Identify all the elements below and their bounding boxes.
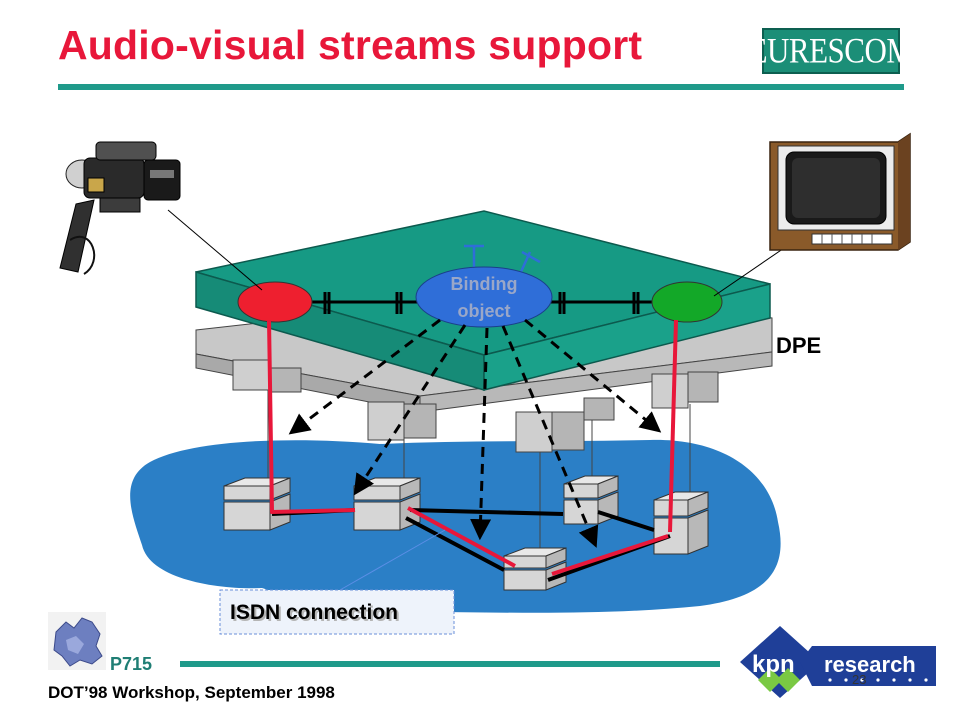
support-lines (267, 390, 691, 565)
slide-title: Audio-visual streams support (58, 22, 643, 68)
network-switch (563, 475, 619, 525)
page-number: 23 (852, 672, 867, 687)
television-icon (769, 132, 911, 251)
research-text: research (824, 652, 916, 677)
eurescom-logo: EURESCOM (749, 28, 914, 74)
network-switch (653, 491, 709, 555)
eurescom-logo-text: EURESCOM (748, 30, 914, 71)
title-divider (58, 84, 904, 90)
isdn-label-shadow: ISDN connection (232, 603, 400, 626)
kpn-text: kpn (752, 651, 795, 678)
dpe-label: DPE (776, 333, 821, 358)
source-stream-interface (237, 281, 313, 323)
network-switch (223, 477, 291, 531)
isdn-route (267, 319, 678, 576)
isdn-callout-box (219, 589, 455, 635)
stream-binding-lines (310, 292, 655, 314)
tv-connector (713, 243, 791, 297)
control-arrows (288, 318, 662, 548)
network-switch (503, 547, 567, 591)
footer-divider (180, 661, 720, 667)
project-code: P715 (110, 654, 153, 674)
europe-map-icon (48, 612, 106, 670)
sink-stream-interface (651, 281, 723, 323)
kpn-research-logo: kpn research (740, 626, 936, 698)
binding-object (415, 266, 553, 328)
workshop-footer: DOT’98 Workshop, September 1998 (48, 683, 335, 702)
camera-connector (167, 209, 263, 291)
isdn-label: ISDN connection (230, 601, 398, 624)
binding-object-label: Binding (451, 274, 518, 294)
binding-object-label: object (457, 301, 510, 321)
video-camera-icon (59, 141, 181, 275)
isdn-callout-line (339, 529, 446, 591)
